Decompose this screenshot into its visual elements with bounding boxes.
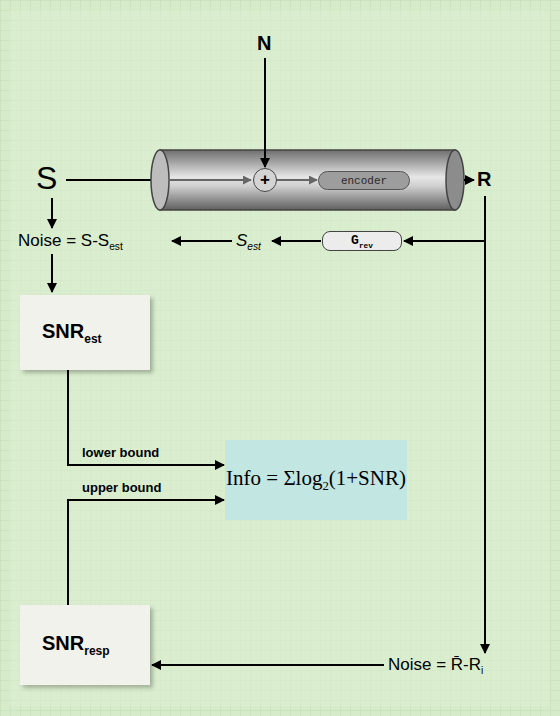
subscript: rev: [359, 241, 373, 249]
signal-line: [168, 179, 251, 181]
signal-line: [66, 179, 160, 181]
node-text: G: [351, 233, 359, 248]
connector: [277, 179, 317, 181]
feedback-arrow: [404, 240, 485, 242]
edge-label: lower bound: [82, 445, 159, 460]
connector: [68, 370, 224, 465]
noise-arrow: [264, 58, 266, 167]
connector: [68, 500, 224, 605]
label-text: S: [36, 160, 57, 196]
estimate-name: Sest: [236, 231, 261, 252]
text-line: encoder: [341, 175, 387, 187]
formula: Noise = S-Sest: [18, 231, 123, 252]
sum-circle: +: [253, 168, 277, 192]
edge-label: upper bound: [82, 480, 161, 495]
subscript: 2: [322, 479, 328, 493]
subscript: resp: [84, 644, 109, 658]
subscript: est: [84, 332, 101, 346]
info-box: Info = Σlog2(1+SNR): [225, 440, 407, 520]
text-line: SNRresp: [42, 632, 110, 658]
channel-tube: [160, 150, 455, 210]
label-text: R: [477, 168, 491, 190]
node-text: SNR: [42, 320, 84, 342]
subscript: est: [109, 241, 123, 252]
panel: [10, 10, 550, 706]
label-text: Noise = R̄-R: [388, 655, 481, 674]
text-line: +: [260, 170, 270, 190]
label-text: Noise = S-S: [18, 231, 109, 250]
response-line: [484, 196, 486, 653]
tube-end: [151, 150, 169, 210]
text-line: Info = Σlog2(1+SNR): [226, 466, 406, 494]
input-name: N: [257, 32, 271, 55]
label-text: N: [257, 32, 271, 54]
noise-arrow: [51, 254, 53, 292]
tube-end: [446, 150, 464, 210]
node-text: encoder: [341, 175, 387, 187]
node-text: +: [260, 170, 270, 189]
text-line: SNRest: [42, 320, 102, 346]
output-name: R: [477, 168, 491, 191]
noise-arrow: [152, 664, 384, 666]
estimate-arrow: [272, 240, 321, 242]
node-text: Info = Σlog: [226, 466, 322, 490]
node-text: SNR: [42, 632, 84, 654]
snr-box: SNRest: [20, 295, 150, 370]
subscript: i: [481, 665, 483, 676]
node-text: (1+SNR): [329, 466, 406, 490]
text-line: Grev: [351, 233, 373, 250]
formula: Noise = R̄-Ri: [388, 655, 483, 676]
input-name: S: [36, 160, 57, 197]
estimate-arrow: [172, 240, 232, 242]
reverse-filter-box: Grev: [322, 231, 402, 251]
output-arrow: [464, 179, 474, 181]
encoder-box: encoder: [318, 171, 410, 190]
label-text: S: [236, 231, 247, 250]
signal-arrow: [51, 198, 53, 228]
subscript: est: [247, 241, 261, 252]
snr-box: SNRresp: [20, 605, 150, 685]
